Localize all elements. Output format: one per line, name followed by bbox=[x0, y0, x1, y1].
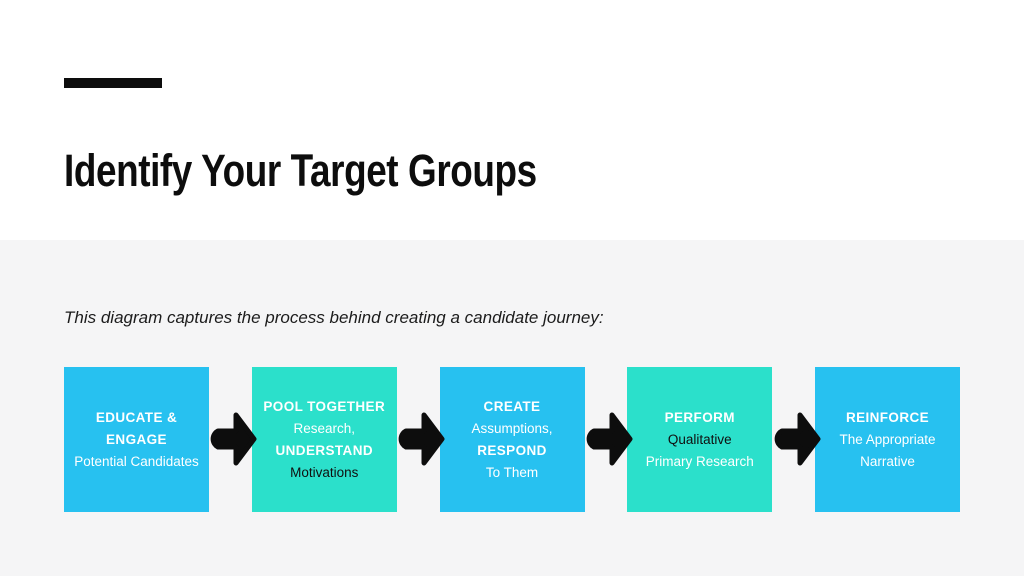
process-step-2: POOL TOGETHER Research, UNDERSTAND Motivati… bbox=[251, 367, 397, 512]
step-line: Qualitative bbox=[667, 431, 732, 447]
step-line: Primary Research bbox=[645, 453, 754, 469]
step-line: Assumptions, bbox=[471, 420, 553, 436]
slide-title: Identify Your Target Groups bbox=[64, 145, 537, 197]
step-line: REINFORCE bbox=[845, 409, 930, 425]
arrow-right-icon bbox=[766, 411, 822, 467]
step-line: RESPOND bbox=[477, 442, 547, 458]
step-line: POOL TOGETHER bbox=[263, 398, 386, 414]
step-line: PERFORM bbox=[664, 409, 735, 425]
arrow-right-icon bbox=[390, 411, 446, 467]
step-line: Narrative bbox=[860, 453, 915, 469]
process-step-3: CREATE Assumptions, RESPOND To Them bbox=[439, 367, 585, 512]
step-line: UNDERSTAND bbox=[275, 442, 373, 458]
step-line: CREATE bbox=[483, 398, 541, 414]
step-line: Potential Candidates bbox=[74, 453, 199, 469]
arrow-right-icon bbox=[202, 411, 258, 467]
accent-bar bbox=[64, 78, 162, 88]
step-line: To Them bbox=[485, 464, 539, 480]
process-step-1: EDUCATE & ENGAGE Potential Candidates bbox=[64, 367, 209, 512]
slide-subtitle: This diagram captures the process behind… bbox=[64, 308, 604, 327]
process-steps-diagram: EDUCATE & ENGAGE Potential Candidates POOL… bbox=[64, 367, 960, 512]
step-line: EDUCATE & ENGAGE bbox=[95, 409, 178, 447]
slide-body-section: This diagram captures the process behind… bbox=[0, 240, 1024, 576]
arrow-right-icon bbox=[578, 411, 634, 467]
slide-header-section: Identify Your Target Groups bbox=[0, 0, 1024, 240]
step-line: Research, bbox=[293, 420, 356, 436]
step-line: The Appropriate bbox=[839, 431, 936, 447]
step-line: Motivations bbox=[290, 464, 359, 480]
